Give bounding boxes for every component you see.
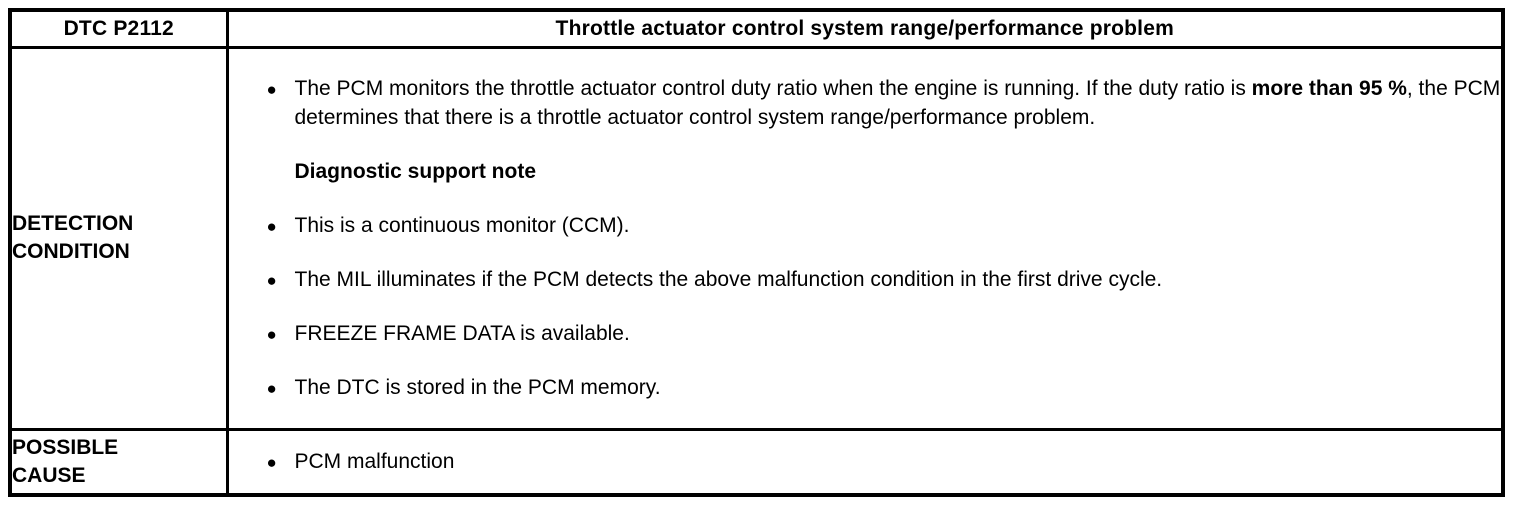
note-heading: Diagnostic support note: [229, 157, 1502, 186]
detection-condition-row: DETECTION CONDITION ● The PCM monitors th…: [8, 45, 1505, 431]
possible-cause-content: ● PCM malfunction: [225, 427, 1505, 497]
item-text: FREEZE FRAME DATA is available.: [294, 322, 630, 345]
bullet-item: ● PCM malfunction: [229, 447, 1502, 476]
bullet-icon: ●: [266, 217, 277, 236]
detection-condition-label: DETECTION CONDITION: [8, 45, 229, 431]
table-header-row: DTC P2112 Throttle actuator control syst…: [8, 8, 1505, 49]
dtc-title-cell: Throttle actuator control system range/p…: [225, 8, 1505, 49]
dtc-p2112-table: DTC P2112 Throttle actuator control syst…: [8, 8, 1505, 497]
item-text: The DTC is stored in the PCM memory.: [294, 376, 661, 399]
bullet-icon: ●: [266, 325, 277, 344]
bullet-icon: ●: [266, 80, 277, 99]
bullet-icon: ●: [266, 271, 277, 290]
bullet-icon: ●: [266, 453, 277, 473]
bullet-item: ● The PCM monitors the throttle actuator …: [229, 74, 1502, 132]
bullet-item: ● This is a continuous monitor (CCM).: [229, 211, 1502, 240]
item-text: Diagnostic support note: [294, 160, 537, 183]
bullet-item: ● The DTC is stored in the PCM memory.: [229, 373, 1502, 402]
possible-cause-row: POSSIBLE CAUSE ● PCM malfunction: [8, 427, 1505, 497]
item-text: The PCM monitors the throttle actuator c…: [294, 77, 1501, 129]
bullet-item: ● FREEZE FRAME DATA is available.: [229, 319, 1502, 348]
dtc-code-cell: DTC P2112: [8, 8, 229, 49]
detection-condition-content: ● The PCM monitors the throttle actuator …: [225, 45, 1505, 431]
item-text: This is a continuous monitor (CCM).: [294, 214, 630, 237]
item-text: The MIL illuminates if the PCM detects t…: [294, 268, 1163, 291]
item-text: PCM malfunction: [294, 450, 455, 474]
bullet-item: ● The MIL illuminates if the PCM detects …: [229, 265, 1502, 294]
possible-cause-label: POSSIBLE CAUSE: [8, 427, 229, 497]
bullet-icon: ●: [266, 379, 277, 398]
